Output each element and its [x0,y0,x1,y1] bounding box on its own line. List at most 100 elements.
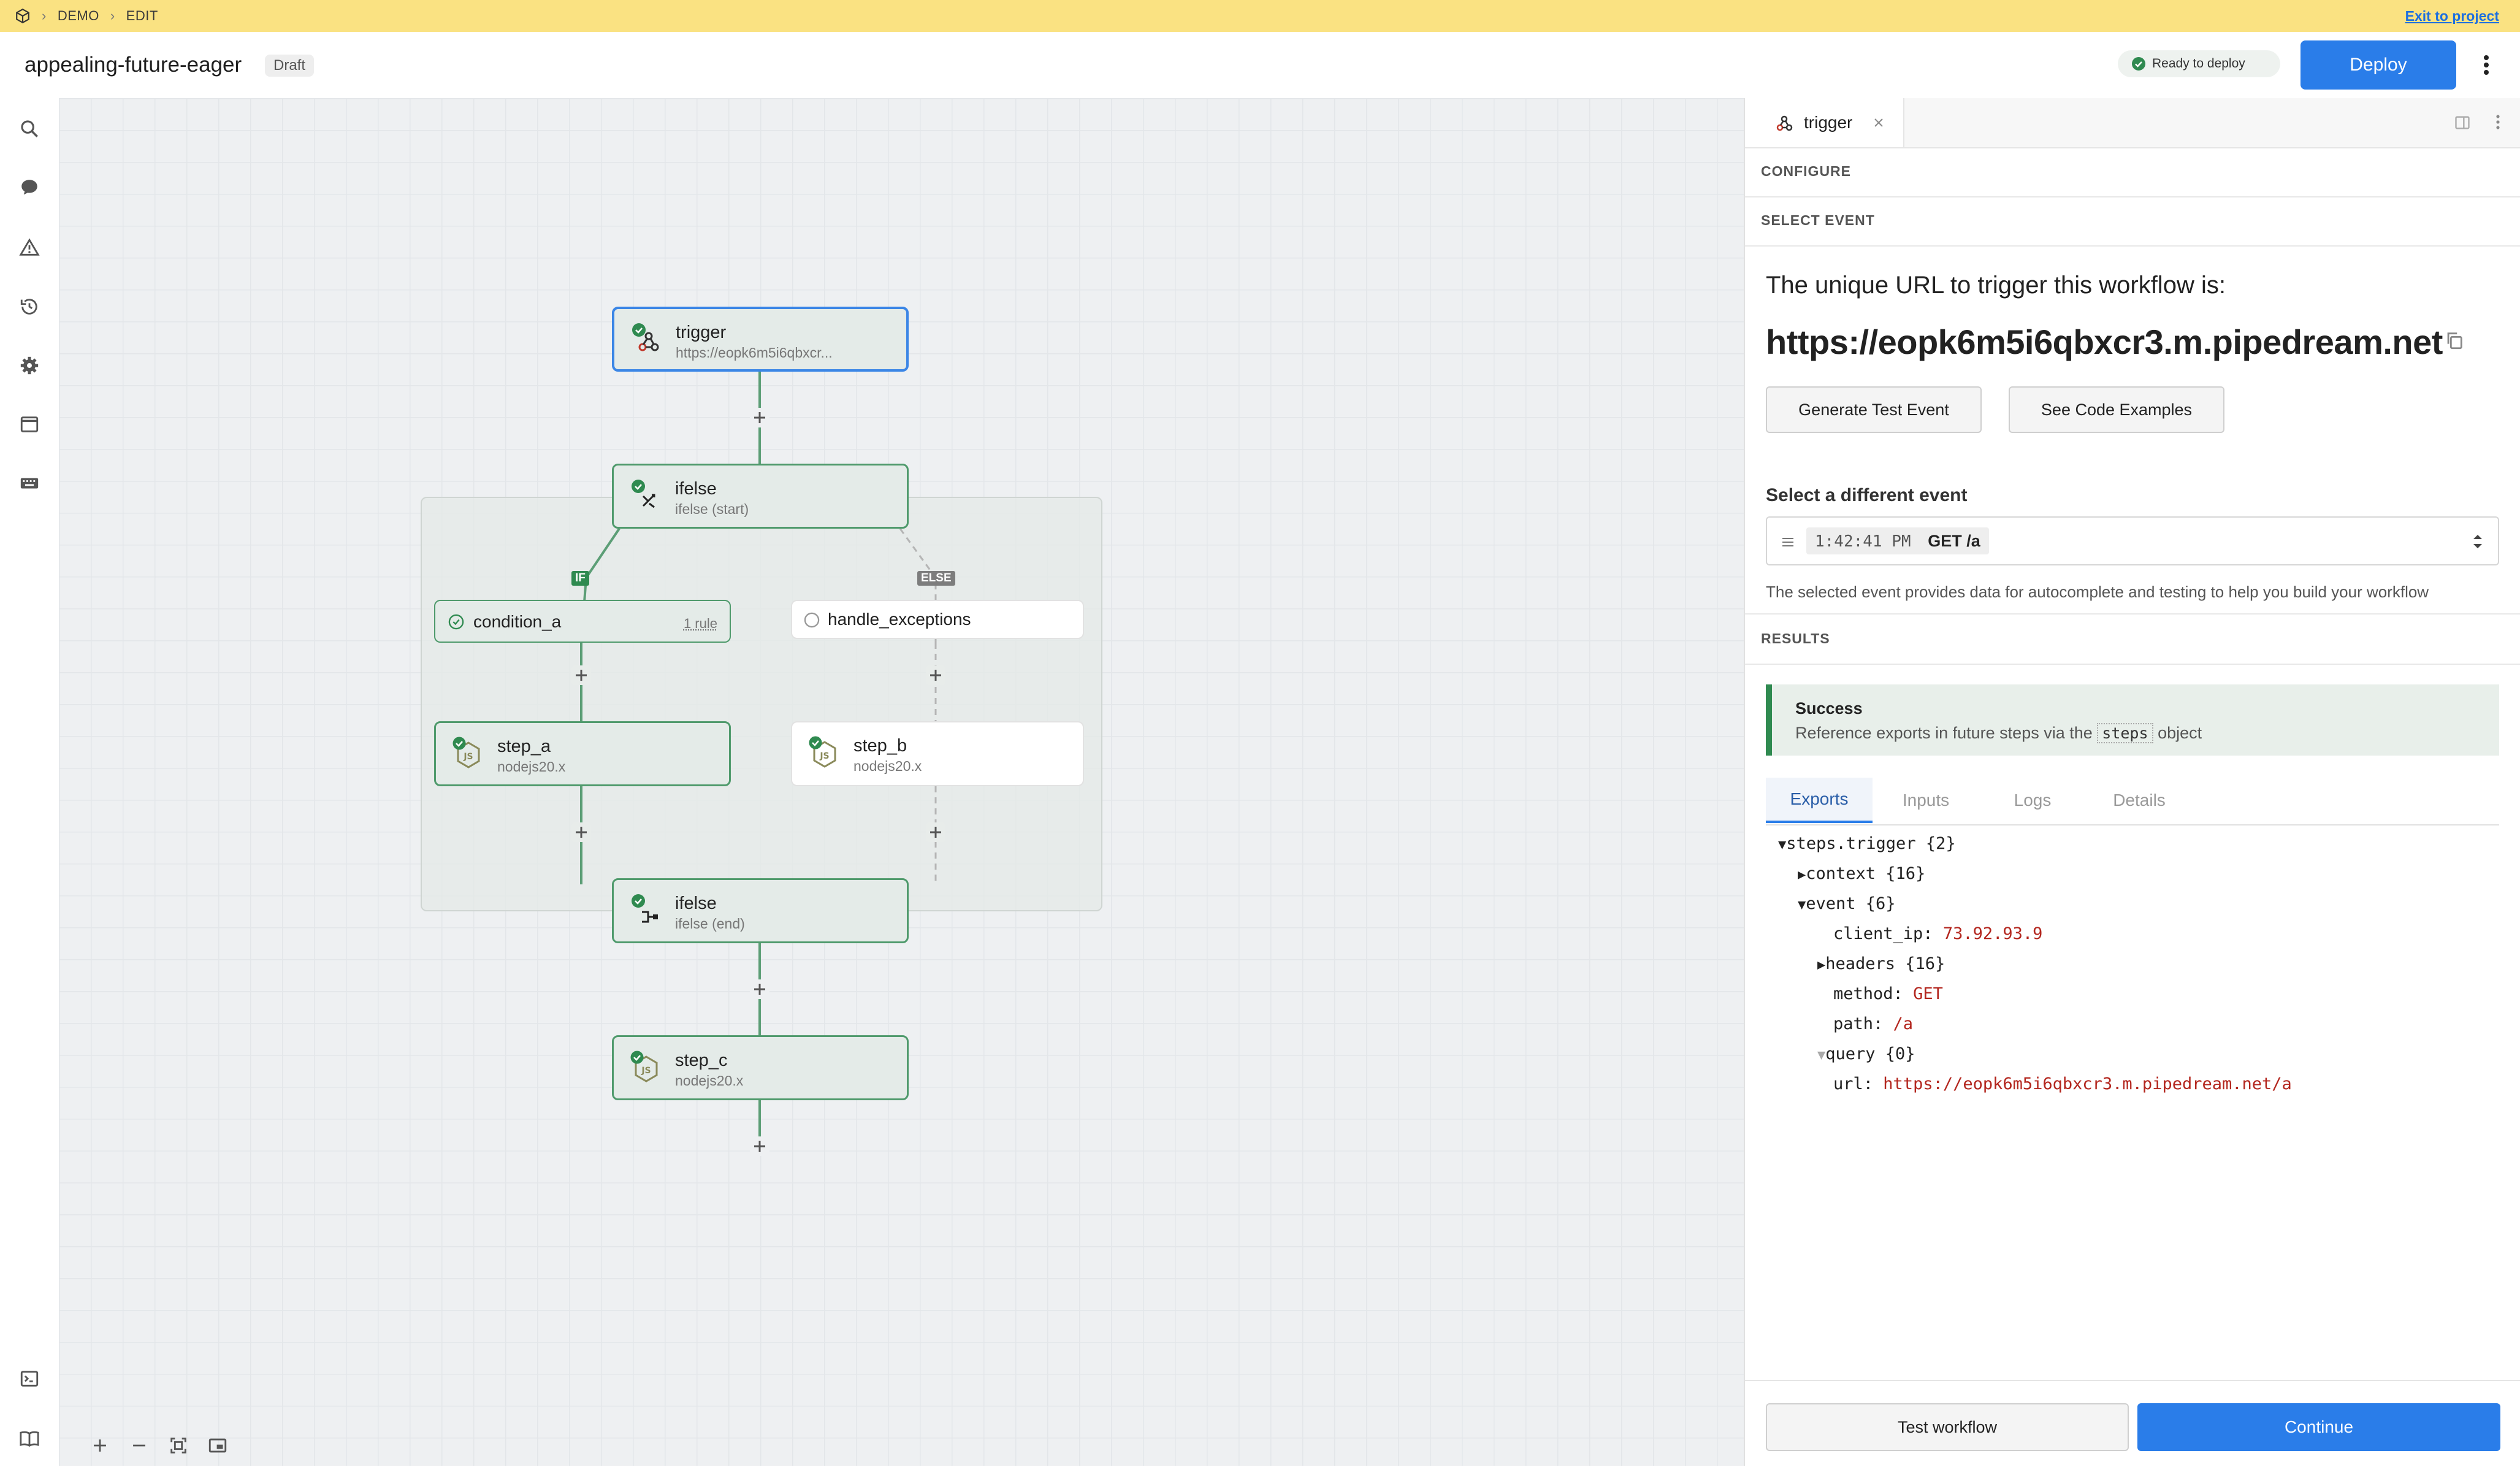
terminal-icon[interactable] [16,1365,43,1392]
tree-root[interactable]: ▼steps.trigger {2} [1778,834,1956,853]
workflow-canvas[interactable]: trigger https://eopk6m5i6qbxcr... ifelse… [59,98,1744,1466]
success-message-pre: Reference exports in future steps via th… [1795,724,2093,742]
node-name: step_c [675,1051,728,1070]
canvas-controls [90,1435,228,1456]
tab-inputs[interactable]: Inputs [1902,791,1950,810]
ifelse-group [421,497,1102,911]
ready-status-text: Ready to deploy [2152,56,2245,71]
svg-text:JS: JS [463,752,473,762]
chat-icon[interactable] [16,174,43,201]
results-tabs: Exports Inputs Logs Details [1766,778,2499,825]
results-label: RESULTS [1761,630,1830,646]
node-name: condition_a [473,612,562,631]
breadcrumb-demo[interactable]: DEMO [57,8,99,23]
caret-right-icon: ▶ [1817,957,1826,973]
generate-test-event-button[interactable]: Generate Test Event [1766,386,1982,433]
more-options-icon[interactable] [2477,53,2495,77]
close-icon[interactable] [1873,117,1884,128]
panel-tabbar: trigger [1745,98,2520,148]
exit-to-project-link[interactable]: Exit to project [2405,8,2499,24]
tree-context[interactable]: ▶context {16} [1798,864,1926,883]
add-step-icon[interactable] [571,822,592,843]
success-message-post: object [2158,724,2202,742]
add-step-icon[interactable] [571,665,592,686]
steps-code: steps [2097,723,2153,743]
nodejs-icon: JS [452,737,485,770]
add-step-icon[interactable] [749,407,770,428]
zoom-out-icon[interactable] [129,1435,150,1456]
add-step-icon[interactable] [925,822,946,843]
window-icon[interactable] [16,411,43,438]
value-text: GET [1913,984,1943,1003]
svg-text:JS: JS [819,751,829,761]
tab-logs[interactable]: Logs [2014,791,2052,810]
tree-event[interactable]: ▼event {6} [1798,894,1896,913]
caret-down-icon: ▼ [1798,897,1806,913]
list-icon [1781,535,1795,550]
step-b-node[interactable]: JS step_b nodejs20.x [791,721,1084,786]
step-c-node[interactable]: JS step_c nodejs20.x [612,1035,909,1100]
tab-label: trigger [1804,113,1853,132]
split-view-icon[interactable] [2454,114,2471,131]
success-title: Success [1795,699,1863,718]
node-name: ifelse [675,479,717,499]
zoom-in-icon[interactable] [90,1435,110,1456]
add-step-icon[interactable] [749,979,770,1000]
configure-label: CONFIGURE [1761,163,1851,179]
ifelse-start-node[interactable]: ifelse ifelse (start) [612,464,909,529]
event-request: GET /a [1928,532,1980,550]
tree-url: url: https://eopk6m5i6qbxcr3.m.pipedream… [1833,1074,2292,1094]
test-workflow-button[interactable]: Test workflow [1766,1403,2129,1451]
keyboard-icon[interactable] [16,470,43,497]
webhook-icon [1774,113,1794,132]
divider [1745,196,2520,197]
workflow-header: appealing-future-eager Draft Ready to de… [0,32,2520,99]
trigger-node[interactable]: trigger https://eopk6m5i6qbxcr... [612,307,909,372]
tab-trigger[interactable]: trigger [1745,98,1904,147]
search-icon[interactable] [16,115,43,142]
copy-icon[interactable] [2444,330,2465,351]
breadcrumb-edit: EDIT [126,8,158,23]
nodejs-icon: JS [630,1051,663,1084]
deploy-button[interactable]: Deploy [2300,40,2456,90]
minimap-icon[interactable] [207,1435,228,1456]
check-circle-icon [448,613,465,630]
node-subtitle: ifelse (end) [675,916,745,932]
step-a-node[interactable]: JS step_a nodejs20.x [434,721,731,786]
tab-details[interactable]: Details [2113,791,2166,810]
tree-path: path: /a [1833,1014,1914,1033]
continue-button[interactable]: Continue [2137,1403,2500,1451]
cube-icon[interactable] [15,8,31,24]
ready-status-badge: Ready to deploy [2118,50,2280,77]
select-event-label: SELECT EVENT [1761,212,1875,228]
event-time-chip: 1:42:41 PM GET /a [1806,527,1989,554]
event-select[interactable]: 1:42:41 PM GET /a [1766,516,2499,565]
else-chip: ELSE [917,571,955,586]
tree-headers[interactable]: ▶headers {16} [1817,954,1945,973]
ifelse-end-node[interactable]: ifelse ifelse (end) [612,878,909,943]
event-help-text: The selected event provides data for aut… [1766,583,2429,601]
rule-count[interactable]: 1 rule [683,616,717,631]
node-subtitle: nodejs20.x [497,759,566,775]
caret-down-icon: ▼ [1817,1048,1826,1063]
node-name: handle_exceptions [828,610,971,629]
chevron-right-icon: › [110,8,115,23]
trigger-url[interactable]: https://eopk6m5i6qbxcr3.m.pipedream.net [1766,323,2443,361]
history-icon[interactable] [16,293,43,320]
condition-a-node[interactable]: condition_a 1 rule [434,600,731,643]
add-step-icon[interactable] [925,665,946,686]
tab-exports[interactable]: Exports [1766,778,1873,823]
select-arrows-icon [2471,531,2484,552]
more-options-icon[interactable] [2494,113,2502,131]
see-code-examples-button[interactable]: See Code Examples [2009,386,2224,433]
add-step-icon[interactable] [749,1136,770,1157]
step-config-panel: trigger CONFIGURE SELECT EVENT The uniqu… [1744,98,2520,1466]
book-icon[interactable] [16,1425,43,1452]
handle-exceptions-node[interactable]: handle_exceptions [791,600,1084,639]
settings-icon[interactable] [16,352,43,379]
workflow-title[interactable]: appealing-future-eager [25,53,242,77]
fit-view-icon[interactable] [168,1435,189,1456]
warning-icon[interactable] [16,234,43,261]
tree-query[interactable]: ▼query {0} [1817,1044,1915,1063]
url-intro: The unique URL to trigger this workflow … [1766,272,2226,299]
